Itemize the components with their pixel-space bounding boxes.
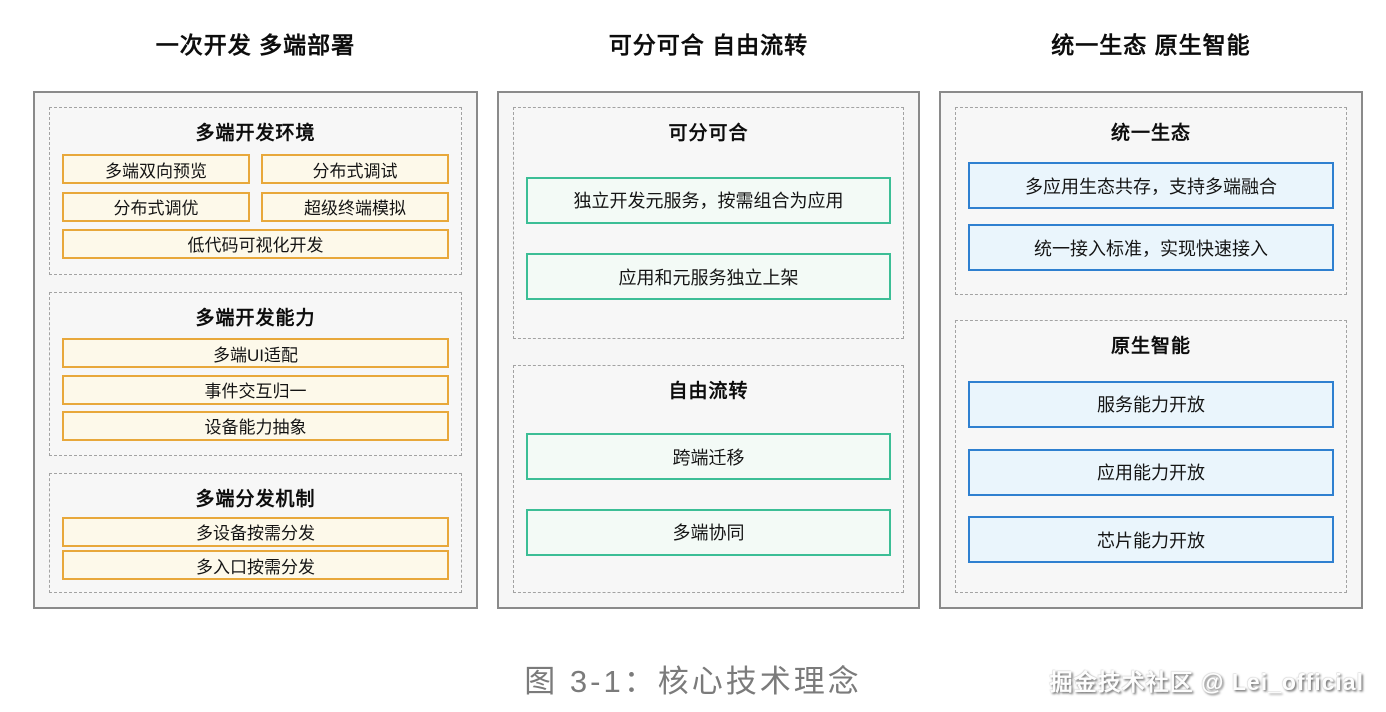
- box-row: 统一接入标准，实现快速接入: [968, 224, 1334, 271]
- feature-box: 低代码可视化开发: [62, 228, 449, 259]
- feature-box: 统一接入标准，实现快速接入: [968, 224, 1334, 271]
- feature-box: 事件交互归一: [62, 374, 449, 405]
- section-title: 统一生态: [1110, 123, 1191, 144]
- feature-box: 跨端迁移: [526, 433, 891, 481]
- section-rows: 多端UI适配事件交互归一设备能力抽象: [60, 332, 451, 447]
- feature-box: 多端双向预览: [62, 154, 250, 185]
- feature-box: 多设备按需分发: [62, 516, 449, 547]
- section-title: 多端分发机制: [195, 489, 316, 510]
- feature-box: 多入口按需分发: [62, 550, 449, 581]
- feature-box: 应用和元服务独立上架: [526, 253, 891, 301]
- section: 统一生态多应用生态共存，支持多端融合统一接入标准，实现快速接入: [955, 107, 1347, 295]
- section: 自由流转跨端迁移多端协同: [513, 365, 904, 593]
- section: 可分可合独立开发元服务，按需组合为应用应用和元服务独立上架: [513, 107, 904, 339]
- box-row: 多端协同: [526, 508, 891, 556]
- column-panel: 统一生态多应用生态共存，支持多端融合统一接入标准，实现快速接入原生智能服务能力开…: [939, 91, 1363, 609]
- box-row: 独立开发元服务，按需组合为应用: [526, 176, 891, 224]
- section: 原生智能服务能力开放应用能力开放芯片能力开放: [955, 320, 1347, 593]
- section: 多端开发能力多端UI适配事件交互归一设备能力抽象: [49, 292, 462, 456]
- box-row: 多端双向预览分布式调试: [62, 154, 449, 185]
- section-title: 原生智能: [1110, 336, 1191, 357]
- feature-box: 芯片能力开放: [968, 516, 1334, 564]
- feature-box: 服务能力开放: [968, 380, 1334, 428]
- box-row: 设备能力抽象: [62, 410, 449, 441]
- box-row: 多设备按需分发: [62, 516, 449, 547]
- section: 多端开发环境多端双向预览分布式调试分布式调优超级终端模拟低代码可视化开发: [49, 107, 462, 275]
- column-title: 一次开发 多端部署: [155, 32, 356, 58]
- box-row: 多应用生态共存，支持多端融合: [968, 162, 1334, 209]
- box-row: 低代码可视化开发: [62, 228, 449, 259]
- feature-box: 多应用生态共存，支持多端融合: [968, 162, 1334, 209]
- feature-box: 超级终端模拟: [261, 191, 449, 222]
- box-row: 跨端迁移: [526, 433, 891, 481]
- feature-box: 设备能力抽象: [62, 410, 449, 441]
- section-rows: 多端双向预览分布式调试分布式调优超级终端模拟低代码可视化开发: [60, 147, 451, 266]
- column-title: 统一生态 原生智能: [1051, 32, 1251, 58]
- section: 多端分发机制多设备按需分发多入口按需分发: [49, 473, 462, 593]
- box-row: 多入口按需分发: [62, 550, 449, 581]
- section-title: 多端开发能力: [195, 308, 316, 329]
- feature-box: 多端UI适配: [62, 338, 449, 369]
- box-row: 多端UI适配: [62, 338, 449, 369]
- box-row: 事件交互归一: [62, 374, 449, 405]
- column-yellow: 一次开发 多端部署多端开发环境多端双向预览分布式调试分布式调优超级终端模拟低代码…: [33, 30, 478, 609]
- column-blue: 统一生态 原生智能统一生态多应用生态共存，支持多端融合统一接入标准，实现快速接入…: [939, 30, 1363, 609]
- box-row: 服务能力开放: [968, 380, 1334, 428]
- figure-caption: 图 3-1：核心技术理念: [524, 664, 862, 699]
- column-green: 可分可合 自由流转可分可合独立开发元服务，按需组合为应用应用和元服务独立上架自由…: [497, 30, 920, 609]
- column-panel: 可分可合独立开发元服务，按需组合为应用应用和元服务独立上架自由流转跨端迁移多端协…: [497, 91, 920, 609]
- column-title: 可分可合 自由流转: [608, 32, 809, 58]
- feature-box: 多端协同: [526, 508, 891, 556]
- section-rows: 独立开发元服务，按需组合为应用应用和元服务独立上架: [524, 147, 893, 330]
- box-row: 应用和元服务独立上架: [526, 253, 891, 301]
- column-panel: 多端开发环境多端双向预览分布式调试分布式调优超级终端模拟低代码可视化开发多端开发…: [33, 91, 478, 609]
- section-title: 多端开发环境: [195, 123, 316, 144]
- watermark: 掘金技术社区 @ Lei_official: [1049, 669, 1364, 695]
- section-rows: 服务能力开放应用能力开放芯片能力开放: [966, 360, 1336, 584]
- section-title: 可分可合: [668, 123, 749, 144]
- box-row: 分布式调优超级终端模拟: [62, 191, 449, 222]
- section-rows: 多设备按需分发多入口按需分发: [60, 513, 451, 584]
- feature-box: 独立开发元服务，按需组合为应用: [526, 176, 891, 224]
- feature-box: 应用能力开放: [968, 448, 1334, 496]
- feature-box: 分布式调优: [62, 191, 250, 222]
- section-title: 自由流转: [668, 381, 749, 402]
- box-row: 芯片能力开放: [968, 516, 1334, 564]
- feature-box: 分布式调试: [261, 154, 449, 185]
- section-rows: 跨端迁移多端协同: [524, 405, 893, 584]
- box-row: 应用能力开放: [968, 448, 1334, 496]
- section-rows: 多应用生态共存，支持多端融合统一接入标准，实现快速接入: [966, 147, 1336, 286]
